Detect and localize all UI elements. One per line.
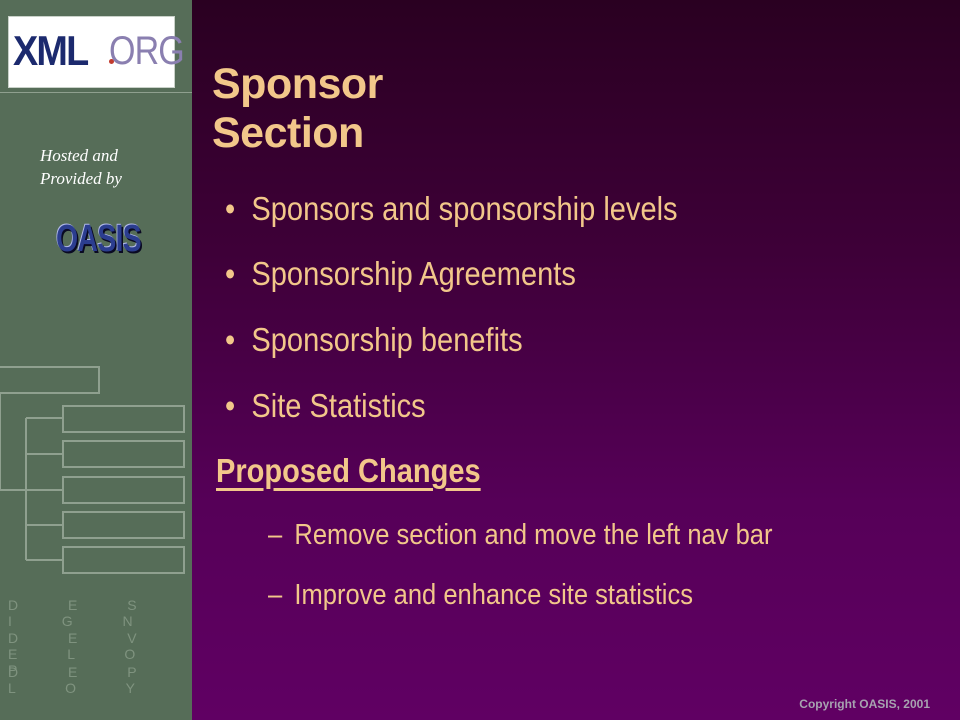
hosted-by-text: Hosted and Provided by [40, 144, 180, 190]
deploy-word: D E P L O Y [8, 664, 160, 696]
sub-bullet-text: Improve and enhance site statistics [294, 579, 694, 611]
bullet-dot: • [225, 255, 236, 292]
copyright-text: Copyright OASIS, 2001 [799, 697, 930, 711]
bullet-dot: • [225, 321, 236, 358]
tree-node-root [0, 366, 100, 394]
develop-word: D E V E L O P [8, 630, 160, 678]
sidebar-divider [0, 92, 192, 93]
bullet-text: Sponsorship benefits [251, 321, 523, 358]
sub-bullet-text: Remove section and move the left nav bar [294, 519, 773, 551]
hosted-line-2: Provided by [40, 169, 122, 188]
bullet-item: • Sponsorship benefits [225, 321, 523, 359]
design-word: D E S I G N [8, 597, 160, 629]
bullet-dot: • [225, 387, 236, 424]
logo-dot [109, 59, 114, 64]
tree-node-5 [62, 546, 185, 574]
logo-xml-text: XML [13, 27, 89, 74]
logo-org-text: ORG [109, 29, 185, 73]
tree-node-4 [62, 511, 185, 539]
tree-connector-left [0, 393, 26, 491]
sidebar: XML ORG Hosted and Provided by OASIS D [0, 0, 192, 720]
bullet-text: Sponsors and sponsorship levels [251, 190, 678, 227]
proposed-changes-heading: Proposed Changes [216, 452, 481, 489]
tree-node-3 [62, 476, 185, 504]
xml-org-logo[interactable]: XML ORG [8, 16, 185, 88]
bullet-item: • Sponsors and sponsorship levels [225, 190, 678, 228]
tree-node-1 [62, 405, 185, 433]
bullet-text: Sponsorship Agreements [251, 255, 576, 292]
tree-node-2 [62, 440, 185, 468]
oasis-logo[interactable]: OASIS [56, 218, 142, 260]
tree-connector-branches [26, 417, 63, 561]
bullet-dot: • [225, 190, 236, 227]
sub-bullet-dash: – [268, 579, 283, 611]
bullet-item: • Site Statistics [225, 387, 426, 425]
sub-bullet-item: –Improve and enhance site statistics [268, 579, 693, 612]
sub-bullet-dash: – [268, 519, 283, 551]
bullet-item: • Sponsorship Agreements [225, 255, 576, 293]
slide-title: Sponsor Section [212, 60, 383, 157]
sub-bullet-item: –Remove section and move the left nav ba… [268, 519, 772, 552]
hosted-line-1: Hosted and [40, 146, 118, 165]
bullet-text: Site Statistics [251, 387, 426, 424]
tree-diagram-decoration [0, 366, 185, 574]
